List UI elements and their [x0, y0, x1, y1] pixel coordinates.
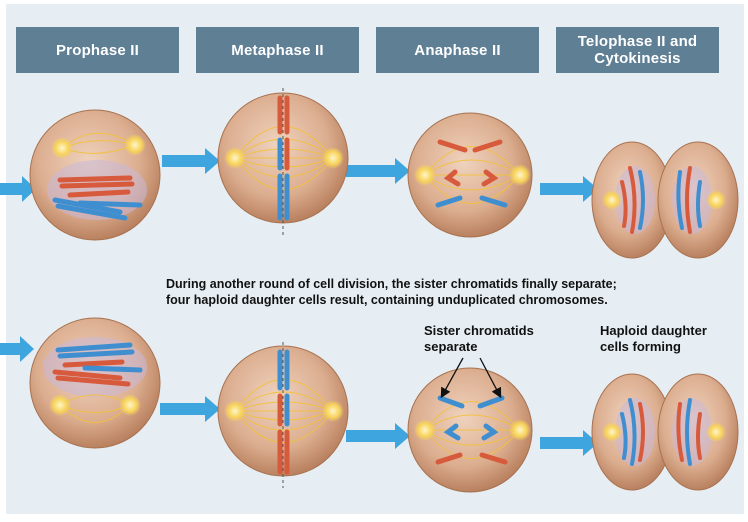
arrow-2-3-top [346, 158, 410, 184]
header-anaphase-ii: Anaphase II [376, 27, 539, 73]
cell-metaphase-bottom [217, 342, 349, 488]
header-metaphase-ii-label: Metaphase II [231, 41, 324, 59]
cell-prophase-top [29, 109, 161, 241]
arrow-2-3-bottom [346, 423, 410, 449]
division-caption-line1: During another round of cell division, t… [166, 277, 617, 291]
header-prophase-ii: Prophase II [16, 27, 179, 73]
cell-telophase-top [591, 141, 739, 259]
arrow-1-2-bottom [160, 396, 220, 422]
cell-telophase-bottom [591, 373, 739, 491]
chromosomes-telophase-top [620, 166, 702, 234]
sister-chromatids-line2: separate [424, 339, 478, 354]
arrow-in-bottom [0, 336, 34, 362]
haploid-label: Haploid daughter cells forming [600, 323, 707, 355]
sister-chromatids-label: Sister chromatids separate [424, 323, 534, 355]
cell-metaphase-top [217, 88, 349, 235]
chromosomes-prophase-top [52, 175, 143, 221]
header-prophase-ii-label: Prophase II [55, 41, 140, 59]
header-telophase-ii-line2: Cytokinesis [594, 50, 681, 67]
division-caption-line2: four haploid daughter cells result, cont… [166, 293, 608, 307]
sister-chromatids-line1: Sister chromatids [424, 323, 534, 338]
chromosomes-metaphase-top [277, 95, 290, 221]
header-anaphase-ii-label: Anaphase II [414, 41, 501, 59]
haploid-line1: Haploid daughter [600, 323, 707, 338]
arrow-in-top [0, 176, 36, 202]
division-caption: During another round of cell division, t… [166, 276, 736, 308]
chromosomes-prophase-bottom [52, 342, 143, 387]
chromosomes-metaphase-bottom [277, 349, 290, 475]
sister-chromatids-pointers [440, 357, 502, 399]
cell-prophase-bottom [29, 317, 161, 449]
arrow-1-2-top [162, 148, 220, 174]
chromosomes-anaphase-top [435, 139, 508, 208]
flow-arrows [0, 148, 598, 456]
header-telophase-ii: Telophase II and Cytokinesis [556, 27, 719, 73]
header-metaphase-ii: Metaphase II [196, 27, 359, 73]
header-telophase-ii-line1: Telophase II and [577, 33, 698, 50]
chromosomes-telophase-bottom [620, 398, 702, 466]
chromosomes-anaphase-bottom [435, 395, 508, 465]
cell-anaphase-bottom [407, 367, 533, 493]
haploid-line2: cells forming [600, 339, 681, 354]
arrow-3-4-bottom [540, 430, 598, 456]
cell-anaphase-top [407, 112, 533, 238]
arrow-3-4-top [540, 176, 598, 202]
